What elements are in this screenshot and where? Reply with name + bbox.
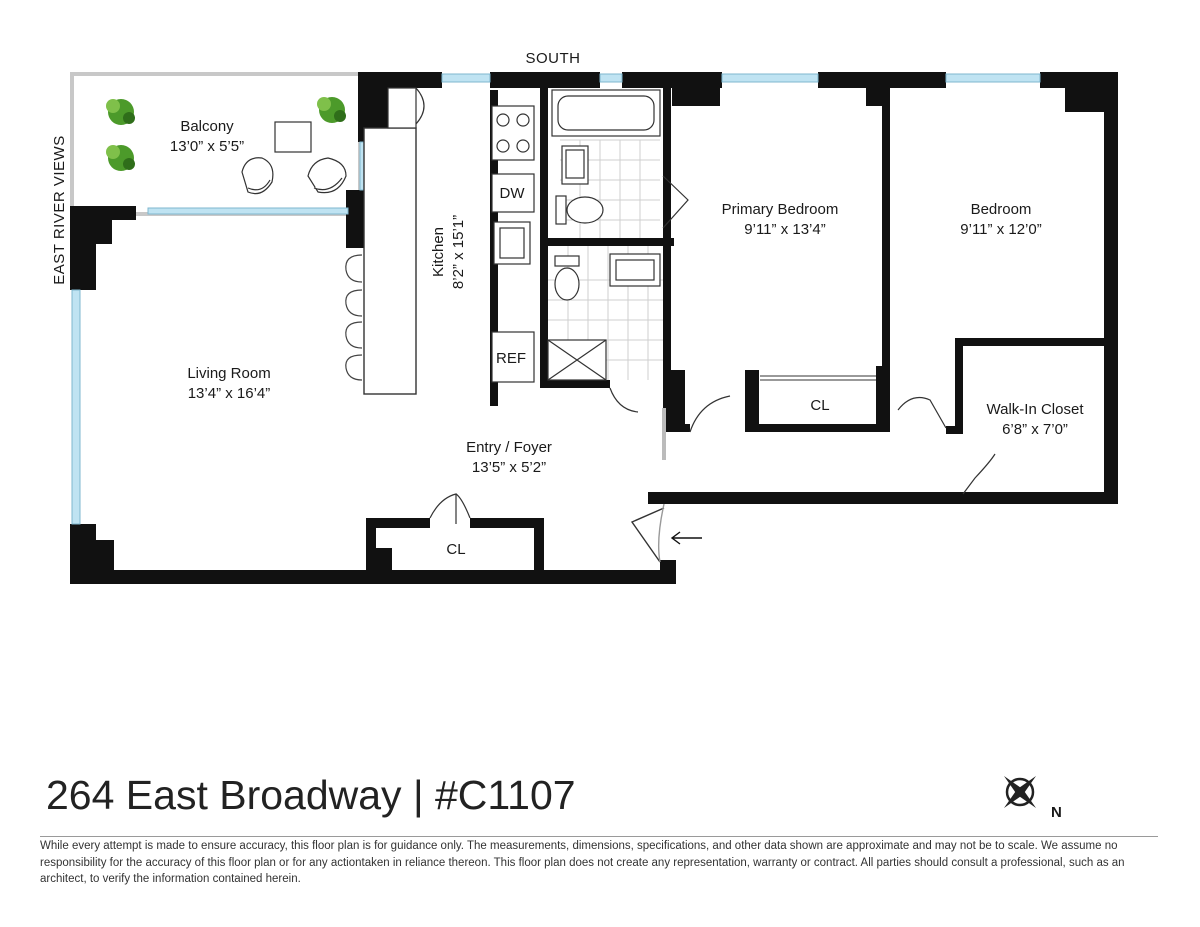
room-name: Entry / Foyer	[466, 439, 552, 456]
plant-icon	[106, 99, 135, 125]
footer-divider	[40, 836, 1158, 837]
room-label-kitchen: Kitchen 8’2” x 15’1”	[430, 215, 467, 289]
room-name: Living Room	[187, 365, 270, 382]
room-dims: 13’0” x 5’5”	[170, 138, 244, 155]
room-label-bedroom: Bedroom 9’11” x 12’0”	[960, 201, 1041, 238]
bedroom-door	[689, 395, 996, 495]
bathtub-icon	[551, 89, 661, 137]
bathroom-door	[609, 175, 689, 413]
closet-label-entry: CL	[446, 541, 465, 558]
refrigerator-label: REF	[496, 350, 526, 367]
dishwasher-label: DW	[500, 185, 526, 202]
kitchen-sink-icon	[493, 221, 531, 265]
room-label-walk-in-closet: Walk-In Closet 6’8” x 7’0”	[987, 401, 1085, 438]
patio-chair-icon	[307, 157, 347, 194]
disclaimer-text: While every attempt is made to ensure ac…	[40, 840, 1125, 885]
room-label-living-room: Living Room 13’4” x 16’4”	[187, 365, 270, 402]
room-dims: 9’11” x 13’4”	[744, 221, 825, 238]
compass-icon	[1004, 776, 1036, 808]
room-dims: 13’5” x 5’2”	[472, 459, 546, 476]
patio-table	[274, 121, 312, 153]
bathroom-tile-floor	[548, 139, 663, 380]
bar-stool-icon	[345, 254, 363, 381]
room-dims: 8’2” x 15’1”	[450, 215, 467, 289]
range-stove-icon	[491, 105, 535, 161]
room-label-entry-foyer: Entry / Foyer 13’5” x 5’2”	[466, 439, 552, 476]
closet-label-bedroom: CL	[810, 397, 829, 414]
walls	[70, 72, 1118, 584]
compass-north-label: N	[1051, 804, 1062, 821]
patio-chair-icon	[241, 157, 274, 195]
toilet-icon	[555, 195, 604, 225]
front-door	[630, 503, 665, 563]
room-name: Primary Bedroom	[722, 201, 839, 218]
dishwasher: DW	[491, 173, 535, 213]
plant-icon	[106, 145, 135, 171]
toilet-icon	[554, 255, 580, 301]
balcony-door	[387, 87, 425, 129]
entry-arrow-icon	[670, 531, 702, 545]
room-name: Balcony	[180, 118, 234, 135]
room-name: Kitchen	[430, 227, 447, 277]
bathroom-sink-icon	[609, 253, 661, 287]
closet-double-door	[429, 493, 471, 524]
orientation-east-label: EAST RIVER VIEWS	[51, 135, 68, 284]
closet-sliding-door	[760, 375, 876, 381]
plant-icon	[317, 97, 346, 123]
room-dims: 9’11” x 12’0”	[960, 221, 1041, 238]
room-name: Walk-In Closet	[987, 401, 1085, 418]
property-title: 264 East Broadway | #C1107	[46, 772, 576, 818]
refrigerator: REF	[491, 331, 535, 383]
room-dims: 6’8” x 7’0”	[1002, 421, 1068, 438]
room-label-primary-bedroom: Primary Bedroom 9’11” x 13’4”	[722, 201, 839, 238]
shower-icon	[547, 339, 607, 381]
room-name: Bedroom	[971, 201, 1032, 218]
bathroom-sink-icon	[561, 145, 589, 185]
room-dims: 13’4” x 16’4”	[188, 385, 271, 402]
room-label-balcony: Balcony 13’0” x 5’5”	[170, 118, 244, 155]
kitchen-island	[363, 127, 417, 395]
orientation-south-label: SOUTH	[526, 50, 581, 67]
